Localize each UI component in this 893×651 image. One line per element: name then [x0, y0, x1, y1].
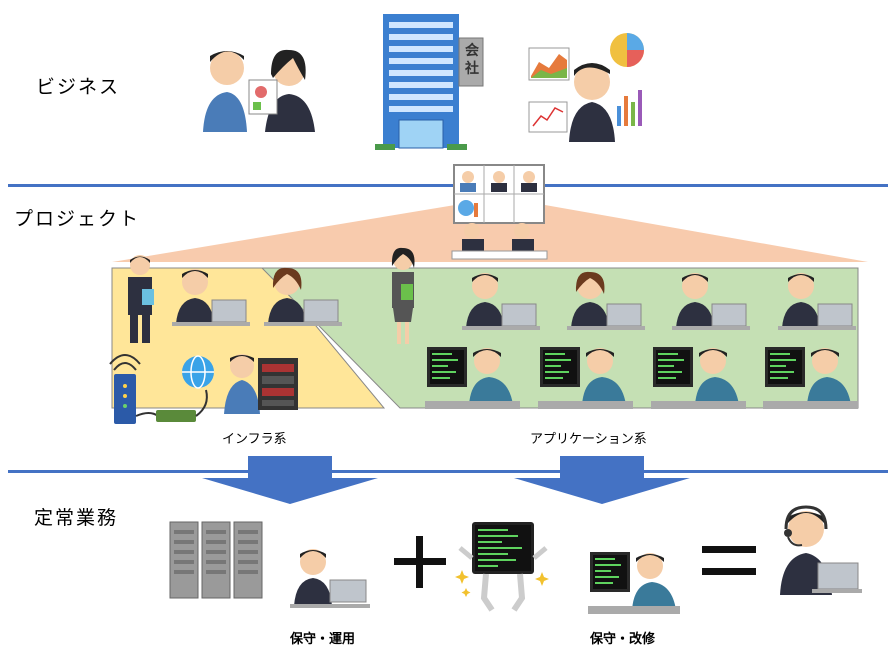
group-label-infra: インフラ系: [222, 432, 287, 447]
section-label-project: プロジェクト: [14, 208, 141, 230]
separator-project-routine: [8, 470, 888, 473]
plus-sign: [394, 536, 446, 588]
section-label-routine: 定常業務: [34, 507, 119, 529]
project-leader-illustration: [391, 247, 415, 344]
company-sign: 会社: [465, 43, 479, 77]
equals-sign: [702, 546, 756, 575]
laptop-worker-6: [778, 273, 856, 330]
maintenance-programmer-illustration: [588, 552, 680, 614]
laptop-worker-3: [462, 273, 540, 330]
output-label-maintenance-operation: 保守・運用: [290, 632, 356, 647]
programmer-4: [763, 347, 858, 409]
analyst-charts-illustration: [528, 33, 644, 142]
company-building-illustration: [375, 14, 484, 150]
laptop-worker-2: [264, 267, 342, 326]
laptop-worker-4: [567, 271, 645, 330]
laptop-worker-1: [172, 269, 250, 326]
support-operator-headset-illustration: [780, 505, 862, 595]
laptop-worker-5: [672, 273, 750, 330]
code-screen-character-illustration: [455, 522, 549, 612]
business-meeting-illustration: [203, 49, 315, 132]
infra-network-illustration: [109, 354, 298, 424]
video-conference-illustration: [451, 164, 548, 260]
output-label-maintenance-modification: 保守・改修: [590, 632, 656, 647]
operator-laptop-illustration: [290, 549, 370, 608]
group-label-app: アプリケーション系: [530, 432, 647, 447]
programmer-3: [651, 347, 746, 409]
section-label-business: ビジネス: [36, 76, 121, 98]
programmer-1: [425, 347, 520, 409]
separator-business-project: [8, 184, 888, 187]
programmer-2: [538, 347, 633, 409]
server-racks-illustration: [169, 521, 263, 599]
project-manager-illustration: [128, 255, 154, 343]
